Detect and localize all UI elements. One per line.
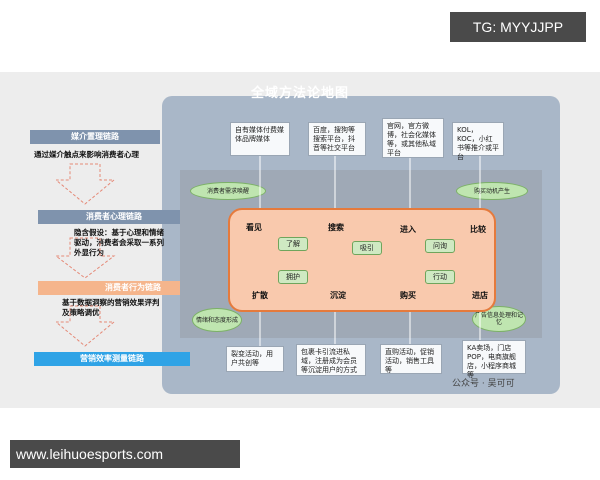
step-compare: 比较 (470, 225, 486, 234)
connector-lines (259, 156, 481, 346)
oval-attitude: 情绪和态度形成 (192, 308, 242, 332)
top-box-3: 官网，官方微博，社会化媒体等，或其他私域平台 (382, 118, 444, 158)
pill-inquire: 问询 (425, 239, 455, 253)
step-search: 搜索 (328, 223, 344, 232)
footer-url: www.leihuoesports.com (10, 440, 240, 468)
top-box-4: KOL，KOC，小红书等推介或平台 (452, 122, 504, 161)
top-box-1: 自有媒体付费媒体品牌媒体 (230, 122, 290, 156)
step-enter: 进入 (400, 225, 416, 234)
step-settle: 沉淀 (330, 291, 346, 300)
pill-attract: 吸引 (352, 241, 382, 255)
pill-act: 行动 (425, 270, 455, 284)
step-visit-store: 进店 (472, 291, 488, 300)
bottom-box-3: 直购活动，促销活动，销售工具等 (380, 344, 442, 374)
band-measurement: 营销效率测量链路 (34, 352, 190, 366)
band-behavior-note: 基于数据洞察的营销效果评判及策略调优 (62, 298, 160, 317)
consumer-journey-loop (228, 208, 496, 312)
band-media: 媒介置理链路 (30, 130, 160, 144)
oval-need-awakening: 消费者需求唤醒 (190, 182, 266, 200)
band-psychology: 消费者心理链路 (38, 210, 190, 224)
bottom-box-2: 包裹卡引流进私域，注册成为会员等沉淀用户的方式 (296, 344, 366, 376)
step-see: 看见 (246, 223, 262, 232)
pill-understand: 了解 (278, 237, 308, 251)
flow-arrows (56, 163, 116, 347)
watermark-tag: TG: MYYJJPP (450, 12, 586, 42)
top-box-2: 百度，搜狗等搜索平台，抖音等社交平台 (308, 122, 366, 156)
diagram-title: 全域方法论地图 (250, 86, 349, 101)
oval-purchase-motive: 购买动机产生 (456, 182, 528, 200)
band-psychology-note: 隐含假设：基于心理和情绪驱动，消费者会采取一系列外显行为 (74, 228, 164, 257)
step-spread: 扩散 (252, 291, 268, 300)
bottom-box-4: KA卖场，门店POP，电商旗舰店，小程序商城等 (462, 340, 526, 379)
wechat-credit: 公众号 · 吴可可 (452, 379, 515, 389)
band-media-note: 通过媒介触点来影响消费者心理 (34, 150, 139, 159)
step-buy: 购买 (400, 291, 416, 300)
pill-advocate: 拥护 (278, 270, 308, 284)
bottom-box-1: 裂变活动，用户共创等 (226, 346, 284, 372)
